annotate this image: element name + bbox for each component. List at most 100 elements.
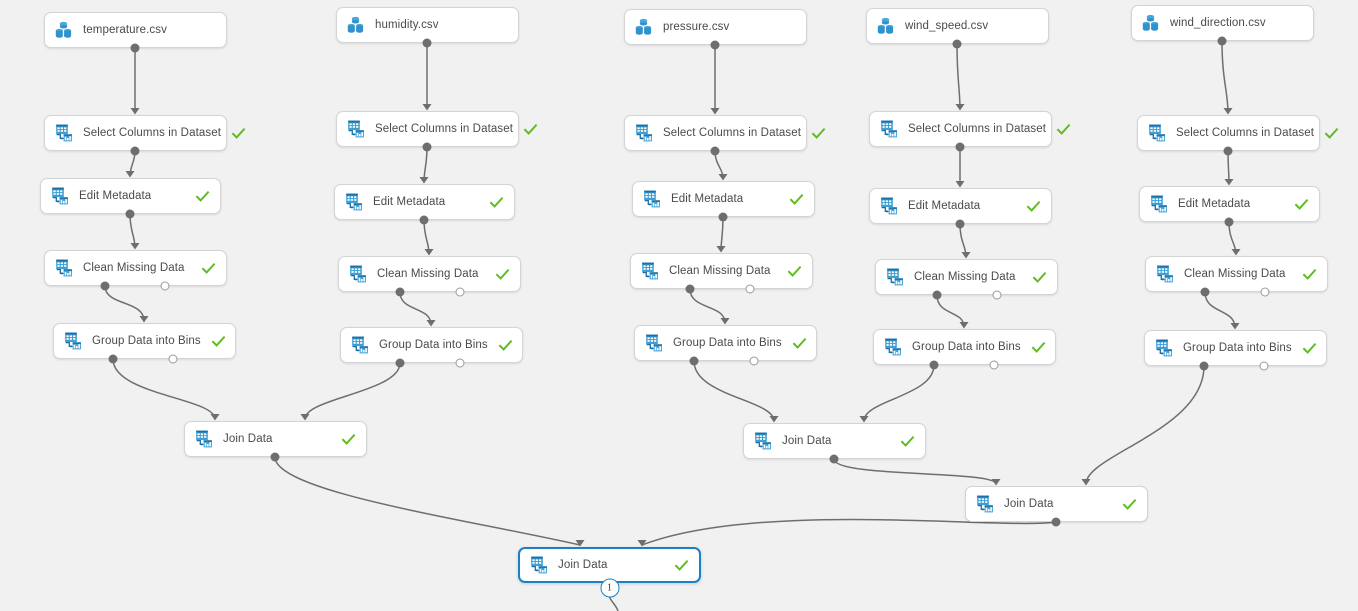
check-icon — [1056, 123, 1071, 135]
check-icon — [201, 262, 216, 274]
pipeline-node-cm4[interactable]: Clean Missing Data — [875, 259, 1058, 295]
check-icon — [1302, 268, 1317, 280]
pipeline-node-em2[interactable]: Edit Metadata — [334, 184, 515, 220]
node-port-ds3-out[interactable] — [710, 40, 720, 50]
edge-arrowhead — [637, 540, 647, 547]
check-icon — [523, 123, 538, 135]
node-port-cm1-out1[interactable] — [100, 281, 110, 291]
module-icon — [1151, 195, 1167, 213]
pipeline-node-gb4[interactable]: Group Data into Bins — [873, 329, 1056, 365]
pipeline-node-cm3[interactable]: Clean Missing Data — [630, 253, 813, 289]
edge — [693, 360, 775, 422]
node-port-sc2-out[interactable] — [422, 142, 432, 152]
module-icon — [52, 187, 68, 205]
check-icon — [674, 559, 689, 571]
node-badge-count[interactable]: 1 — [600, 578, 619, 598]
node-label: Clean Missing Data — [669, 265, 771, 277]
node-label: Select Columns in Dataset — [663, 127, 802, 139]
node-port-em5-out[interactable] — [1224, 217, 1234, 227]
pipeline-node-em3[interactable]: Edit Metadata — [632, 181, 815, 217]
pipeline-node-jd2[interactable]: Join Data — [743, 423, 926, 459]
edge-arrowhead — [959, 322, 969, 329]
edge — [112, 358, 216, 420]
node-port-gb4-out2[interactable] — [989, 360, 999, 370]
node-port-cm2-out1[interactable] — [395, 287, 405, 297]
pipeline-node-gb2[interactable]: Group Data into Bins — [340, 327, 523, 363]
node-port-em3-out[interactable] — [718, 212, 728, 222]
module-icon — [644, 190, 660, 208]
node-port-gb5-out2[interactable] — [1259, 361, 1269, 371]
node-port-sc4-out[interactable] — [955, 142, 965, 152]
node-port-em1-out[interactable] — [125, 209, 135, 219]
node-port-jd1-out[interactable] — [270, 452, 280, 462]
node-label: Edit Metadata — [1178, 198, 1251, 210]
pipeline-node-cm2[interactable]: Clean Missing Data — [338, 256, 521, 292]
node-port-gb3-out2[interactable] — [749, 356, 759, 366]
check-icon — [1026, 200, 1041, 212]
node-port-cm3-out1[interactable] — [685, 284, 695, 294]
node-port-cm2-out2[interactable] — [455, 287, 465, 297]
node-port-gb2-out2[interactable] — [455, 358, 465, 368]
node-port-sc3-out[interactable] — [710, 146, 720, 156]
pipeline-node-cm1[interactable]: Clean Missing Data — [44, 250, 227, 286]
node-port-ds5-out[interactable] — [1217, 36, 1227, 46]
node-label: Join Data — [223, 433, 273, 445]
node-port-cm1-out2[interactable] — [160, 281, 170, 291]
pipeline-node-cm5[interactable]: Clean Missing Data — [1145, 256, 1328, 292]
node-label: Join Data — [782, 435, 832, 447]
edge-arrowhead — [575, 540, 585, 547]
pipeline-node-gb5[interactable]: Group Data into Bins — [1144, 330, 1327, 366]
module-icon — [1149, 124, 1165, 142]
module-icon — [56, 259, 72, 277]
edge — [956, 43, 961, 110]
node-label: wind_direction.csv — [1170, 17, 1266, 29]
node-label: pressure.csv — [663, 21, 730, 33]
pipeline-node-ds1[interactable]: temperature.csv — [44, 12, 227, 48]
node-port-jd3-out[interactable] — [1051, 517, 1061, 527]
edge — [720, 216, 724, 252]
node-port-cm5-out1[interactable] — [1200, 287, 1210, 297]
node-port-gb4-out1[interactable] — [929, 360, 939, 370]
edge — [936, 294, 965, 328]
edge — [104, 285, 145, 322]
node-port-ds4-out[interactable] — [952, 39, 962, 49]
node-port-gb2-out1[interactable] — [395, 358, 405, 368]
check-icon — [495, 268, 510, 280]
node-port-sc1-out[interactable] — [130, 146, 140, 156]
pipeline-node-gb3[interactable]: Group Data into Bins — [634, 325, 817, 361]
pipeline-node-em1[interactable]: Edit Metadata — [40, 178, 221, 214]
node-port-gb1-out1[interactable] — [108, 354, 118, 364]
node-port-gb1-out2[interactable] — [168, 354, 178, 364]
module-icon — [348, 120, 364, 138]
edge-arrowhead — [716, 246, 726, 253]
node-port-cm4-out2[interactable] — [992, 290, 1002, 300]
node-port-jd2-out[interactable] — [829, 454, 839, 464]
node-port-cm5-out2[interactable] — [1260, 287, 1270, 297]
edge-arrowhead — [718, 174, 728, 181]
pipeline-node-ds4[interactable]: wind_speed.csv — [866, 8, 1049, 44]
node-port-cm4-out1[interactable] — [932, 290, 942, 300]
edge — [399, 291, 432, 326]
node-port-gb3-out1[interactable] — [689, 356, 699, 366]
pipeline-node-sc2[interactable]: Select Columns in Dataset — [336, 111, 538, 147]
pipeline-node-ds2[interactable]: humidity.csv — [336, 7, 519, 43]
pipeline-node-sc5[interactable]: Select Columns in Dataset — [1137, 115, 1339, 151]
edge-arrowhead — [426, 320, 436, 327]
node-port-sc5-out[interactable] — [1223, 146, 1233, 156]
node-port-cm3-out2[interactable] — [745, 284, 755, 294]
pipeline-node-sc4[interactable]: Select Columns in Dataset — [869, 111, 1071, 147]
node-port-ds1-out[interactable] — [130, 43, 140, 53]
pipeline-node-jd3[interactable]: Join Data — [965, 486, 1148, 522]
node-port-em2-out[interactable] — [419, 215, 429, 225]
pipeline-node-sc1[interactable]: Select Columns in Dataset — [44, 115, 246, 151]
pipeline-node-em5[interactable]: Edit Metadata — [1139, 186, 1320, 222]
pipeline-node-ds5[interactable]: wind_direction.csv — [1131, 5, 1314, 41]
node-port-em4-out[interactable] — [955, 219, 965, 229]
check-icon — [498, 339, 513, 351]
module-icon — [881, 197, 897, 215]
node-port-gb5-out1[interactable] — [1199, 361, 1209, 371]
pipeline-node-gb1[interactable]: Group Data into Bins — [53, 323, 236, 359]
edge-arrowhead — [424, 249, 434, 256]
node-port-ds2-out[interactable] — [422, 38, 432, 48]
